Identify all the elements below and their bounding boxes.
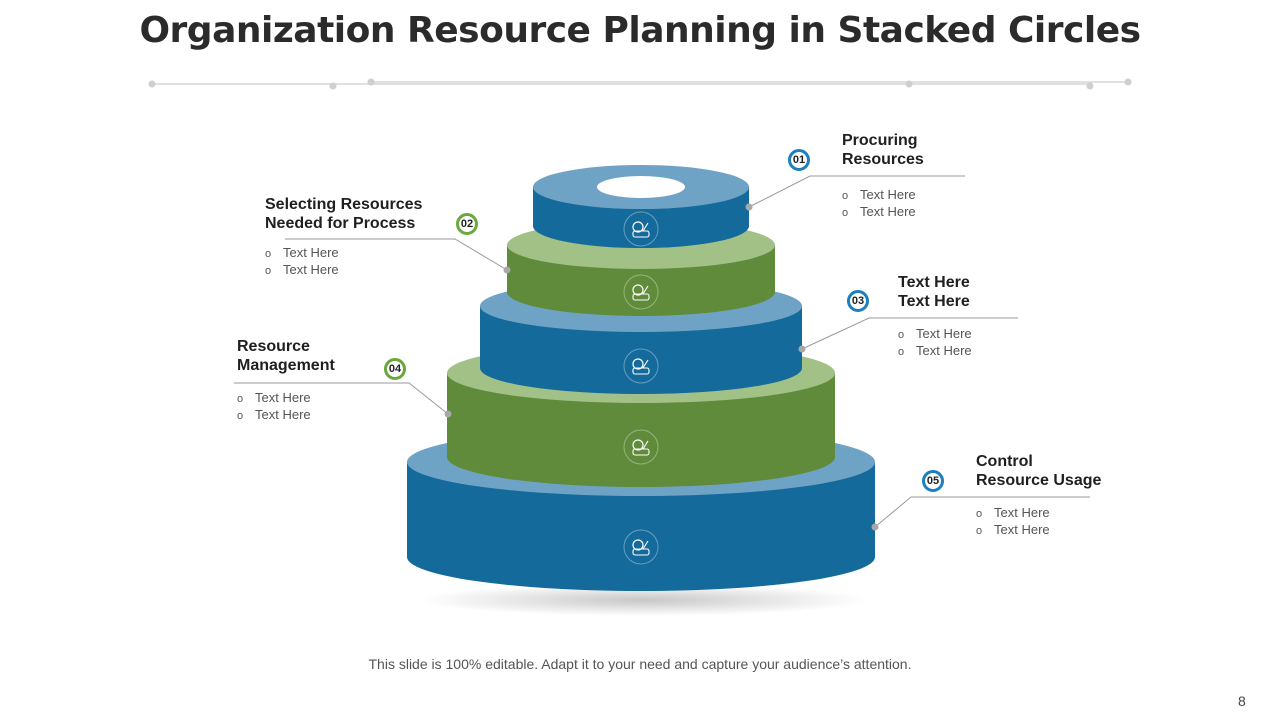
step-04-heading: Resource Management — [237, 337, 335, 375]
step-03-badge: 03 — [847, 290, 869, 312]
step-04-heading-line-2: Management — [237, 357, 335, 374]
network-people-icon — [623, 348, 659, 384]
step-01-heading-line-2: Resources — [842, 151, 924, 168]
tier-05-side — [407, 462, 875, 591]
step-04-badge: 04 — [384, 358, 406, 380]
connector-04 — [234, 382, 449, 415]
step-02-label: Selecting Resources Needed for Process o… — [265, 195, 422, 279]
connector-05-dot — [871, 523, 879, 531]
hands-people-icon — [623, 529, 659, 565]
connector-02 — [285, 238, 508, 271]
step-03-heading-line-2: Text Here — [898, 293, 970, 310]
connector-03-dot — [798, 345, 806, 353]
connector-05 — [874, 496, 1090, 528]
step-03-heading-line-1: Text Here — [898, 274, 970, 291]
connector-01-dot — [745, 203, 753, 211]
step-05-heading-line-1: Control — [976, 453, 1033, 470]
floor-shadow — [418, 584, 868, 616]
step-05-heading-line-2: Resource Usage — [976, 472, 1102, 489]
connector-02-dot — [503, 266, 511, 274]
connector-04-dot — [444, 410, 452, 418]
step-03-heading: Text Here Text Here — [898, 273, 972, 311]
step-05-heading: Control Resource Usage — [976, 452, 1101, 490]
step-02-badge: 02 — [456, 213, 478, 235]
top-hole — [597, 176, 685, 198]
page-number: 8 — [1238, 693, 1246, 709]
title-divider — [148, 78, 1132, 90]
step-04-heading-line-1: Resource — [237, 338, 310, 355]
hand-gear-icon — [623, 274, 659, 310]
footer-note: This slide is 100% editable. Adapt it to… — [368, 656, 912, 672]
step-05-badge: 05 — [922, 470, 944, 492]
step-02-heading: Selecting Resources Needed for Process — [265, 195, 422, 233]
slide-title: Organization Resource Planning in Stacke… — [139, 10, 1141, 51]
magnifier-gear-icon — [623, 211, 659, 247]
step-01-badge: 01 — [788, 149, 810, 171]
step-01-heading-line-1: Procuring — [842, 132, 918, 149]
connector-03 — [801, 317, 1018, 350]
step-01-heading: Procuring Resources — [842, 131, 924, 169]
connector-01 — [748, 175, 965, 208]
step-02-heading-line-2: Needed for Process — [265, 215, 416, 232]
tier-04-side — [447, 373, 835, 487]
gears-flow-icon — [623, 429, 659, 465]
tier-01 — [533, 165, 749, 248]
step-02-heading-line-1: Selecting Resources — [265, 196, 423, 213]
